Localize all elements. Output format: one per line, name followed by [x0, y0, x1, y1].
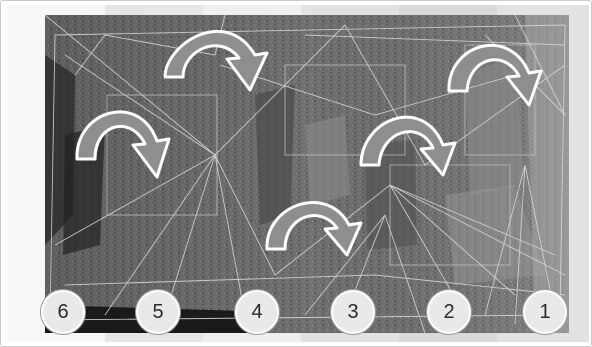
arrow-scan-2-to-3: [359, 115, 457, 177]
panel-number-badge-6: 6: [41, 290, 85, 334]
panel-number-badge-5: 5: [136, 290, 180, 334]
arrow-scan-6-to-5: [75, 110, 171, 179]
movement-arrows: [75, 30, 543, 257]
arrow-scan-1-to-2: [447, 43, 543, 107]
point-cloud-image: [45, 15, 569, 333]
arrow-scan-5-to-4: [163, 30, 269, 92]
panel-number-badge-1: 1: [523, 290, 567, 334]
panel-number-badge-4: 4: [235, 290, 279, 334]
arrow-scan-3: [265, 201, 363, 257]
point-cloud-scan: [45, 15, 569, 333]
panel-number-badge-2: 2: [427, 290, 471, 334]
panel-number-badge-3: 3: [331, 290, 375, 334]
